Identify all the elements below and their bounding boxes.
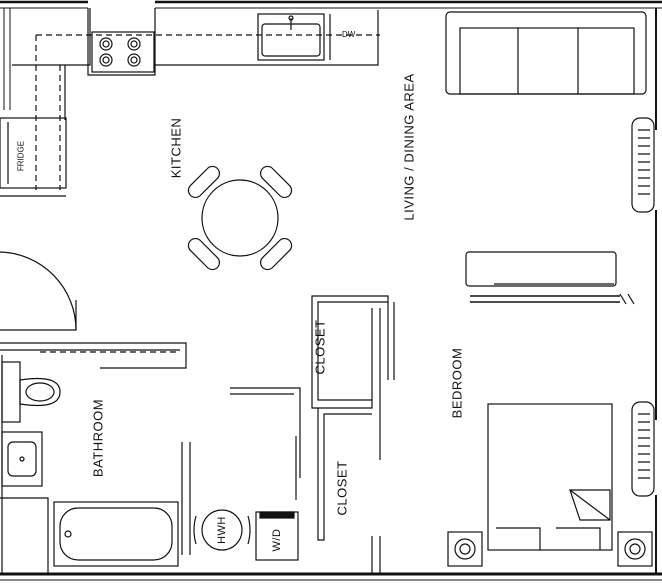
kitchen-label: KITCHEN xyxy=(168,117,184,179)
utility-walls xyxy=(181,295,395,574)
nightstand-right xyxy=(617,531,653,567)
closet-upper-label: CLOSET xyxy=(312,319,328,375)
living-dining-label: LIVING / DINING AREA xyxy=(401,73,417,221)
fridge xyxy=(0,117,67,197)
closet-lower-label: CLOSET xyxy=(334,460,350,516)
bathtub xyxy=(53,501,179,567)
bedroom-label: BEDROOM xyxy=(449,347,465,419)
sofa xyxy=(445,11,647,95)
water-heater-label: HWH xyxy=(216,516,228,544)
stove xyxy=(91,31,155,73)
washer-dryer-label: W/D xyxy=(271,528,283,552)
kitchen-sink xyxy=(257,13,331,61)
kitchen-counters xyxy=(12,8,380,190)
radiator-living xyxy=(631,117,655,213)
dishwasher-label: DW xyxy=(342,30,356,39)
entry-door xyxy=(0,251,77,331)
fridge-label: FRIDGE xyxy=(16,140,26,172)
bed xyxy=(487,403,613,551)
bathroom-label: BATHROOM xyxy=(90,398,106,478)
bedroom-partition xyxy=(470,293,635,305)
dining-table xyxy=(187,165,293,271)
nightstand-left xyxy=(447,531,483,567)
washer-dryer xyxy=(255,511,299,561)
radiator-bedroom xyxy=(631,401,655,497)
bathroom-sink xyxy=(1,431,43,487)
tv-console xyxy=(465,251,617,287)
water-heater xyxy=(193,509,251,551)
toilet xyxy=(1,361,61,423)
